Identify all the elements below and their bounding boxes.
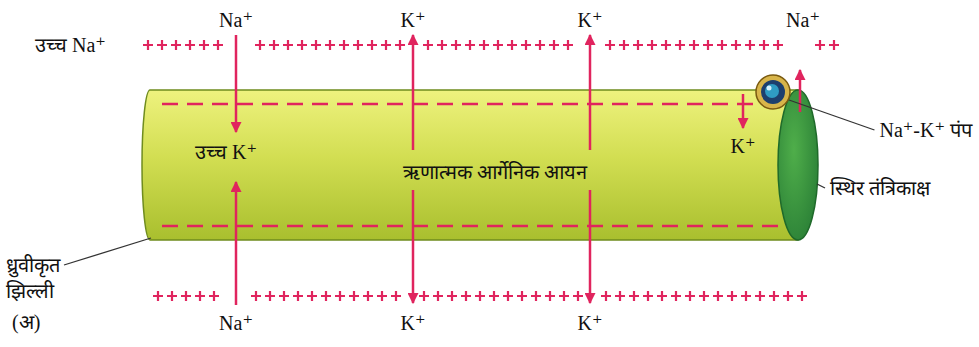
ion-arrow <box>235 35 238 132</box>
ion-arrow <box>412 190 415 303</box>
axon-end-cap <box>778 90 818 240</box>
ion-label: K⁺ <box>401 8 426 32</box>
ion-label: Na⁺ <box>219 311 253 335</box>
part-label: Na⁺-K⁺ पंप <box>879 118 972 142</box>
ion-arrow <box>742 94 745 128</box>
leader-line <box>817 184 825 188</box>
leader-line <box>64 238 151 265</box>
pump-center <box>765 84 779 98</box>
pump-core <box>761 80 785 104</box>
ion-label: K⁺ <box>578 311 603 335</box>
ion-label: Na⁺ <box>219 8 253 32</box>
ion-arrow <box>799 70 802 112</box>
ion-label: K⁺ <box>578 8 603 32</box>
sodium-potassium-pump <box>756 75 790 109</box>
ion-label: K⁺ <box>401 311 426 335</box>
negative-charge-dashes <box>162 225 782 228</box>
positive-charges <box>143 40 839 301</box>
ion-label: उच्च K⁺ <box>195 140 257 164</box>
leader-lines <box>64 100 874 265</box>
ion-arrow <box>589 35 592 150</box>
ion-label: Na⁺ <box>786 8 820 32</box>
figure-label: (अ) <box>12 310 40 334</box>
axon-cylinder <box>142 90 798 240</box>
axon-body: उच्च K⁺ ऋणात्मक आर्गेनिक आयन <box>150 90 798 240</box>
ion-arrow <box>412 35 415 150</box>
region-label: ऋणात्मक आर्गेनिक आयन <box>403 160 587 184</box>
pump-highlight <box>767 86 772 91</box>
part-label: स्थिर तंत्रिकाक्ष <box>830 176 930 200</box>
leader-line <box>789 100 874 130</box>
ion-arrow <box>235 182 238 305</box>
pump-ring <box>756 75 790 109</box>
charge-plus-row <box>143 40 839 301</box>
ion-label: K⁺ <box>731 134 756 158</box>
ion-concentration-label: उच्च Na⁺ <box>35 33 106 57</box>
part-label: ध्रुवीकृत झिल्ली <box>6 252 60 304</box>
ion-arrow <box>589 190 592 303</box>
negative-charge-dashes <box>162 103 782 106</box>
